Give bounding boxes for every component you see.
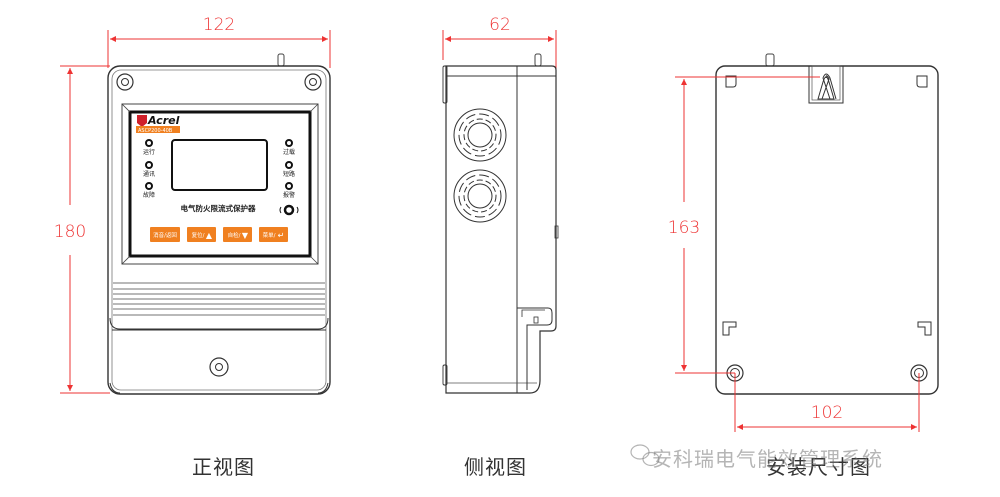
seal-screw-icon [209, 357, 229, 377]
svg-text:复位/: 复位/ [192, 231, 205, 239]
caption-front-view: 正视图 [192, 455, 255, 479]
dimension-depth-62: 62 [442, 15, 557, 76]
dimension-label-hole-vertical: 163 [668, 218, 700, 238]
vent-ribs [113, 282, 325, 316]
model-badge [136, 126, 180, 133]
dimension-label-width: 122 [203, 15, 235, 35]
caption-install-view: 安装尺寸图 [766, 455, 871, 479]
led-alarm-icon [285, 182, 293, 190]
led-label-overload: 过载 [283, 148, 295, 156]
mute-return-button[interactable]: 消音/返回 [150, 227, 180, 242]
keyhole-slot-icon [808, 65, 844, 104]
led-fault-icon [145, 182, 153, 190]
svg-text:菜单/: 菜单/ [263, 231, 276, 239]
wechat-icon [630, 444, 660, 467]
lcd-screen [171, 139, 268, 191]
dimension-label-height: 180 [54, 222, 86, 242]
brand-name: Acrel [147, 114, 180, 127]
dimension-height-180: 180 [54, 65, 110, 394]
buzzer-icon [283, 204, 295, 216]
menu-enter-button[interactable]: 菜单/ ↵ [259, 227, 288, 242]
left-indicators: 运行 通讯 故障 [143, 139, 155, 199]
dimension-vertical-163: 163 [668, 76, 820, 374]
led-label-alarm: 报警 [283, 191, 295, 199]
side-view: 62 [442, 15, 559, 394]
right-indicators: 过载 短路 报警 [279, 139, 299, 216]
svg-text:自检/: 自检/ [228, 231, 241, 239]
led-label-comm: 通讯 [143, 170, 155, 178]
reset-up-button[interactable]: 复位/ ▲ [187, 227, 216, 242]
terminal-cover [109, 329, 329, 394]
led-label-run: 运行 [143, 148, 155, 156]
down-arrow-icon: ▼ [242, 231, 249, 240]
watermark-text: 安科瑞电气能效管理系统 [652, 447, 883, 471]
brand-logo: Acrel [137, 114, 180, 127]
selftest-down-button[interactable]: 自检/ ▼ [223, 227, 252, 242]
svg-text:消音/返回: 消音/返回 [153, 231, 177, 239]
led-comm-icon [145, 161, 153, 169]
front-view: 122 180 [54, 15, 331, 395]
screw-hole-top-right [304, 73, 322, 91]
dimension-label-depth: 62 [489, 15, 511, 35]
led-label-fault: 故障 [143, 191, 155, 199]
product-name: 电气防火限流式保护器 [181, 203, 256, 213]
install-view: 163 102 [668, 53, 939, 432]
led-short-icon [285, 161, 293, 169]
caption-side-view: 侧视图 [464, 455, 527, 479]
side-vent-lower-icon [453, 169, 507, 223]
side-vent-upper-icon [453, 108, 507, 162]
screw-hole-top-left [116, 73, 134, 91]
dimension-label-hole-horizontal: 102 [811, 403, 843, 423]
led-overload-icon [285, 139, 293, 147]
model-label: ASCP200-40B [138, 128, 173, 134]
enter-icon: ↵ [278, 231, 285, 240]
led-run-icon [145, 139, 153, 147]
panel-buttons: 消音/返回 复位/ ▲ 自检/ ▼ 菜单/ ↵ [150, 227, 288, 242]
dimension-horizontal-102: 102 [734, 373, 920, 432]
led-label-short: 短路 [283, 170, 295, 178]
up-arrow-icon: ▲ [206, 231, 213, 240]
dimension-width-122: 122 [107, 15, 331, 68]
